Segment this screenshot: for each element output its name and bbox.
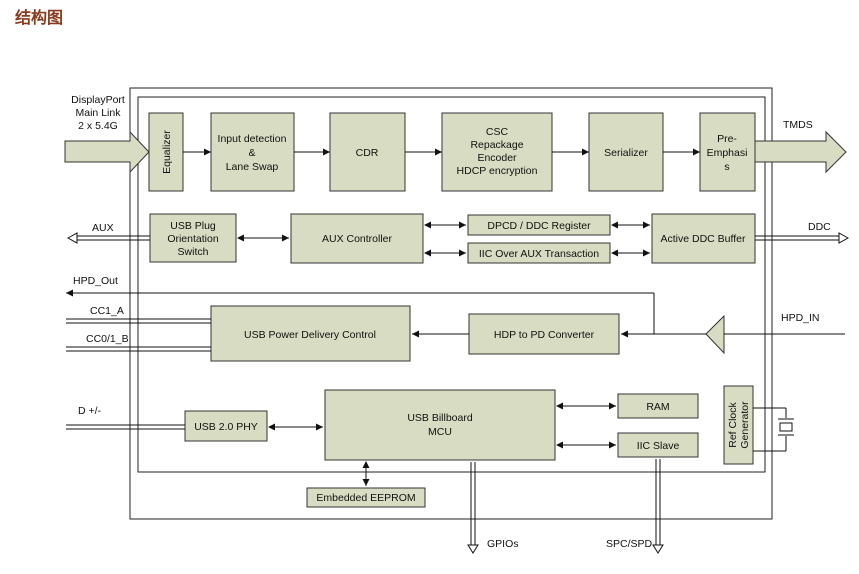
displayport-label-3: 2 x 5.4G [78, 120, 118, 132]
input-detection-block [210, 112, 295, 192]
usb-plug-label-2: Orientation [167, 233, 219, 245]
hdp-to-pd-label: HDP to PD Converter [494, 329, 595, 341]
gpios-bus [467, 462, 479, 554]
iic-slave-label: IIC Slave [637, 440, 680, 452]
hpd-out-label: HPD_Out [73, 275, 118, 287]
input-detection-label-3: Lane Swap [226, 161, 279, 173]
iic-over-aux-block [467, 242, 611, 264]
inner-frame [137, 96, 766, 473]
aux-label: AUX [92, 222, 114, 234]
crystal-icon [753, 407, 794, 452]
billboard-label-2: MCU [428, 426, 452, 438]
cc0-1-b-label: CC0/1_B [86, 333, 129, 345]
equalizer-label: Equalizer [161, 130, 173, 174]
displayport-label-2: Main Link [76, 107, 122, 119]
pre-emphasis-block [699, 112, 756, 192]
iic-over-aux-label: IIC Over AUX Transaction [479, 248, 599, 260]
pre-emphasis-label-2: Emphasi [707, 147, 748, 159]
csc-label-3: Encoder [477, 152, 517, 164]
gpios-label: GPIOs [487, 538, 519, 550]
hpd-in-label: HPD_IN [781, 312, 820, 324]
cdr-label: CDR [356, 147, 379, 159]
outer-frame [129, 87, 773, 520]
csc-label-2: Repackage [470, 139, 523, 151]
iic-slave-block [617, 432, 699, 458]
active-ddc-label: Active DDC Buffer [661, 233, 747, 245]
usb-plug-block [149, 213, 237, 263]
aux-bus [66, 232, 150, 244]
usb-phy-block [184, 410, 268, 442]
dpcd-ddc-label: DPCD / DDC Register [487, 220, 591, 232]
cc1-a-bus [66, 318, 211, 324]
spc-spd-bus [652, 459, 664, 554]
input-detection-label-1: Input detection [218, 133, 287, 145]
usb-pd-control-label: USB Power Delivery Control [244, 329, 376, 341]
hpd-in-buffer-triangle [705, 314, 725, 355]
usb-plug-label-3: Switch [178, 246, 209, 258]
cc1-a-label: CC1_A [90, 305, 124, 317]
cc0-1-b-bus [66, 346, 211, 352]
dpcd-ddc-block [467, 214, 611, 236]
serializer-block [588, 112, 664, 192]
d-plus-minus-label: D +/- [78, 405, 102, 417]
pre-emphasis-label-3: s [724, 161, 729, 173]
d-plus-minus-bus [66, 424, 185, 430]
csc-block [441, 112, 553, 192]
displayport-label-1: DisplayPort [71, 94, 125, 106]
spc-spd-label: SPC/SPD [606, 538, 653, 550]
pre-emphasis-label-1: Pre- [717, 133, 737, 145]
ref-clock-label-1: Ref Clock [727, 401, 739, 447]
usb-pd-control-block [210, 305, 411, 362]
billboard-mcu-block [324, 389, 556, 461]
ram-block [617, 393, 699, 419]
tmds-output-arrow [754, 130, 847, 174]
billboard-label-1: USB Billboard [407, 412, 473, 424]
ddc-label: DDC [808, 221, 831, 233]
eeprom-block [306, 487, 426, 508]
ddc-bus [755, 232, 850, 244]
aux-controller-label: AUX Controller [322, 233, 393, 245]
displayport-input-arrow [64, 130, 150, 174]
csc-label-4: HDCP encryption [457, 165, 538, 177]
usb-phy-label: USB 2.0 PHY [194, 421, 258, 433]
ref-clock-label-2: Generator [739, 401, 751, 449]
usb-plug-label-1: USB Plug [170, 220, 216, 232]
page-title: 结构图 [15, 8, 64, 27]
csc-label-1: CSC [486, 126, 509, 138]
aux-controller-block [290, 213, 424, 264]
eeprom-label: Embedded EEPROM [316, 492, 415, 504]
active-ddc-block [651, 213, 756, 264]
tmds-label: TMDS [783, 119, 813, 131]
ram-label: RAM [646, 401, 669, 413]
equalizer-block [148, 112, 184, 192]
serializer-label: Serializer [604, 147, 648, 159]
cdr-block [329, 112, 406, 192]
ref-clock-block [723, 385, 754, 465]
input-detection-label-2: & [248, 147, 255, 159]
